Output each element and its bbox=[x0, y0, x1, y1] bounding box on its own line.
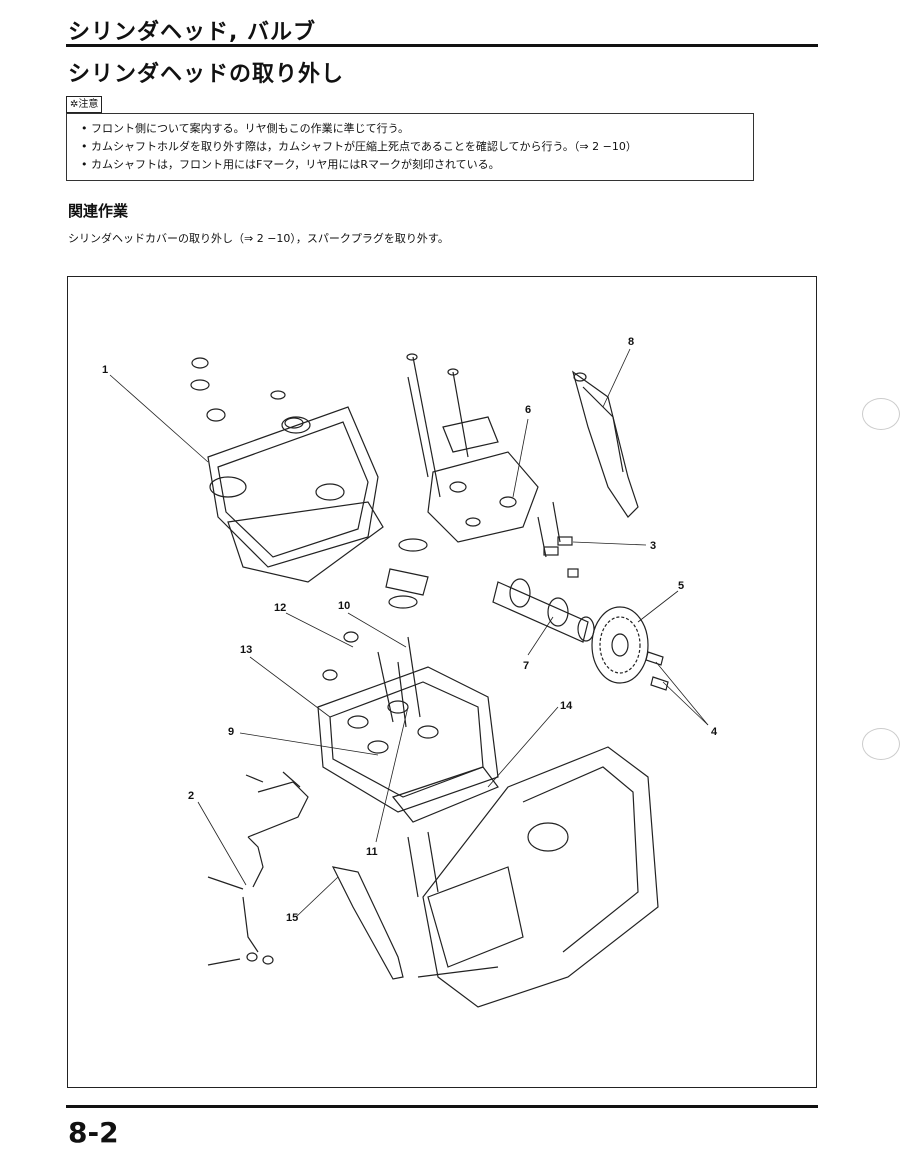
caution-list: フロント側について案内する。リヤ側もこの作業に準じて行う。 カムシャフトホルダを… bbox=[81, 120, 753, 174]
callout-6: 6 bbox=[525, 404, 531, 416]
header-rule bbox=[66, 44, 818, 47]
binder-hole-mark bbox=[862, 398, 900, 430]
callout-15: 15 bbox=[286, 912, 298, 924]
callout-5: 5 bbox=[678, 580, 684, 592]
callout-4: 4 bbox=[711, 726, 718, 738]
caution-box: フロント側について案内する。リヤ側もこの作業に準じて行う。 カムシャフトホルダを… bbox=[66, 113, 754, 181]
head-gasket-drawing bbox=[391, 766, 499, 823]
camshaft-holder-drawing bbox=[406, 353, 539, 543]
page-number: 8-2 bbox=[68, 1116, 119, 1149]
footer-rule bbox=[66, 1105, 818, 1108]
chain-guide-drawing bbox=[331, 866, 404, 980]
callout-leaders bbox=[109, 348, 709, 918]
callout-13: 13 bbox=[240, 644, 252, 656]
cylinder-head-cover-drawing bbox=[190, 357, 384, 583]
camshaft-drawing bbox=[492, 578, 595, 643]
plug-seals-drawing bbox=[385, 538, 429, 609]
caution-item: フロント側について案内する。リヤ側もこの作業に準じて行う。 bbox=[81, 120, 753, 138]
engine-block-drawing bbox=[407, 746, 659, 1008]
caution-label: ✲注意 bbox=[66, 96, 103, 113]
cam-chain-guide-drawing bbox=[571, 370, 639, 518]
star-icon: ✲ bbox=[70, 99, 79, 110]
callout-2: 2 bbox=[188, 790, 194, 802]
callout-11: 11 bbox=[366, 846, 378, 858]
callout-12: 12 bbox=[274, 602, 286, 614]
callout-1: 1 bbox=[102, 364, 108, 376]
header-title: シリンダヘッド, バルブ bbox=[68, 20, 317, 45]
exploded-diagram: 1 2 3 4 5 6 7 8 9 10 11 12 13 14 15 bbox=[102, 336, 718, 1008]
callout-labels: 1 2 3 4 5 6 7 8 9 10 11 12 13 14 15 bbox=[102, 336, 718, 924]
callout-10: 10 bbox=[338, 600, 350, 612]
caution-item: カムシャフトホルダを取り外す際は，カムシャフトが圧縮上死点であることを確認してか… bbox=[81, 138, 753, 156]
callout-7: 7 bbox=[523, 660, 529, 672]
cylinder-head-drawing bbox=[317, 631, 499, 813]
exploded-diagram-frame: 1 2 3 4 5 6 7 8 9 10 11 12 13 14 15 bbox=[67, 276, 817, 1088]
callout-9: 9 bbox=[228, 726, 234, 738]
callout-14: 14 bbox=[560, 700, 573, 712]
sprocket-bolts-drawing bbox=[645, 651, 669, 691]
section-title: シリンダヘッドの取り外し bbox=[68, 62, 345, 87]
related-work-heading: 関連作業 bbox=[68, 202, 129, 220]
caution-label-text: 注意 bbox=[78, 99, 99, 110]
holder-bolts-drawing bbox=[537, 501, 579, 578]
binder-hole-mark bbox=[862, 728, 900, 760]
oil-pipe-drawing bbox=[207, 771, 309, 966]
related-work-text: シリンダヘッドカバーの取り外し（⇒ 2 −10），スパークプラグを取り外す。 bbox=[68, 232, 449, 245]
cam-sprocket-drawing bbox=[591, 606, 649, 684]
callout-8: 8 bbox=[628, 336, 634, 348]
callout-3: 3 bbox=[650, 540, 656, 552]
caution-item: カムシャフトは，フロント用にはFマーク，リヤ用にはRマークが刻印されている。 bbox=[81, 156, 753, 174]
